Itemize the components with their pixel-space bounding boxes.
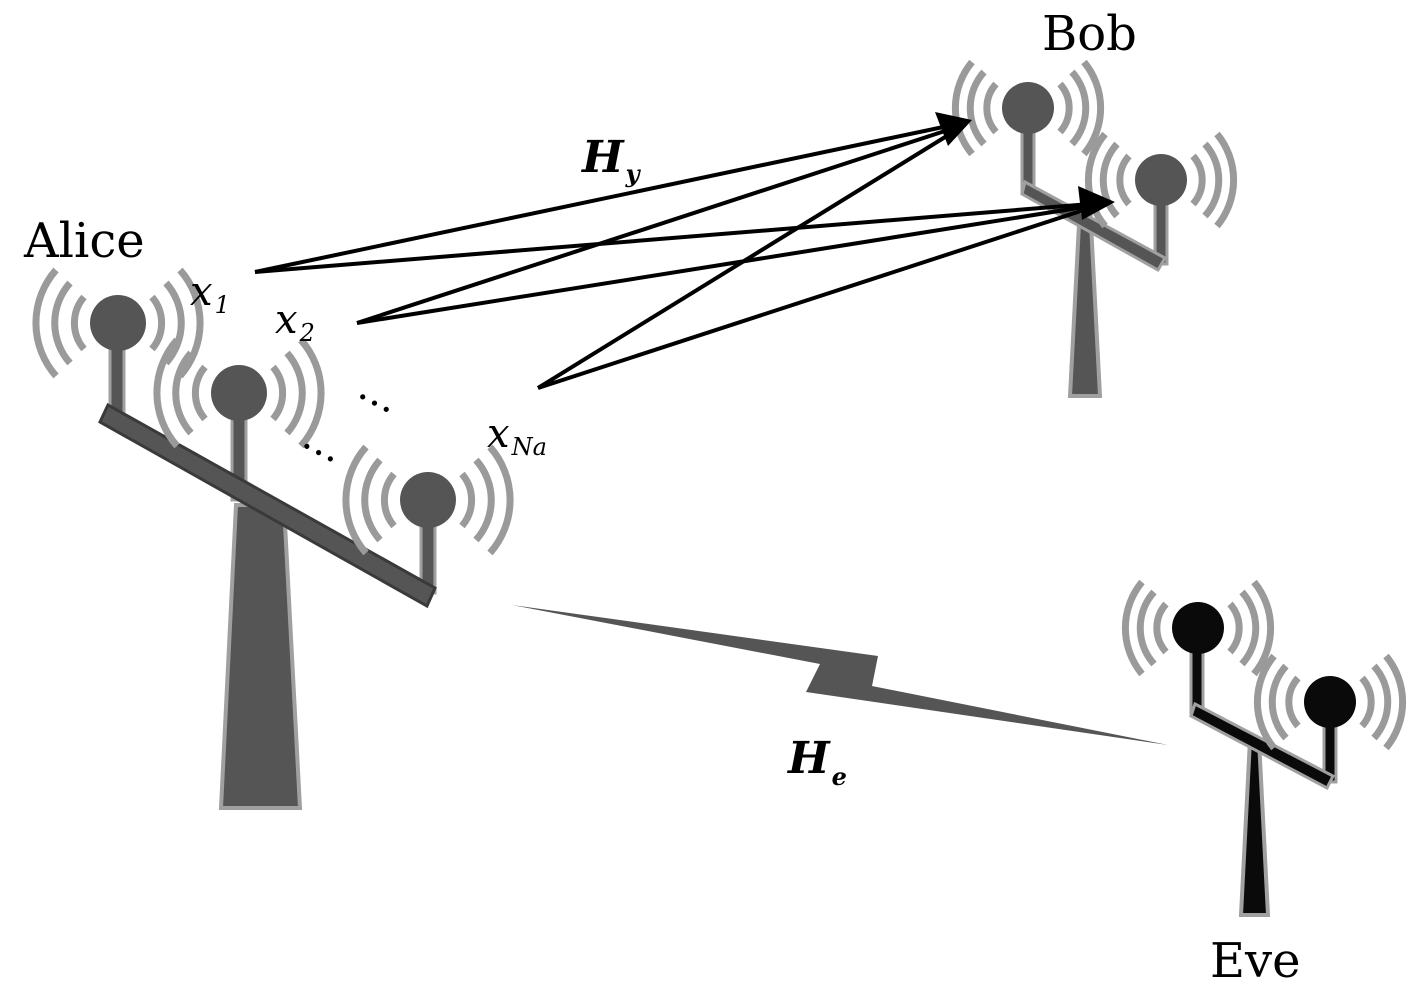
signal-xn-label: xNa [487, 411, 547, 461]
alice-antenna-n [342, 444, 514, 556]
alice-stem-1 [108, 343, 126, 417]
eve-mast [1238, 738, 1271, 917]
bob-antenna-2 [1084, 131, 1238, 229]
alice-tower [32, 267, 514, 810]
arrowhead-bob2 [1078, 186, 1115, 220]
eavesdrop-lightning-bolt [512, 605, 1168, 745]
eve-arm [1189, 701, 1336, 791]
alice-mast [218, 503, 303, 810]
arrow-xn-bob2 [537, 206, 1091, 390]
alice-arm [98, 402, 437, 609]
bob-arm [1020, 179, 1168, 273]
alice-antenna-1 [32, 267, 204, 379]
ellipsis-upper: … [351, 364, 408, 423]
bob-antenna-1 [951, 59, 1105, 157]
eve-antenna-2 [1253, 653, 1407, 751]
alice-label: Alice [23, 213, 145, 269]
arrow-x1-bob1 [254, 124, 949, 274]
arrow-x2-bob2 [356, 204, 1091, 325]
bob-tower [951, 59, 1238, 398]
bob-label: Bob [1042, 6, 1137, 62]
ellipsis-lower: … [295, 413, 352, 472]
signal-x2-label: x2 [275, 297, 315, 347]
arrow-x1-bob2 [254, 202, 1091, 274]
arrowheads [935, 112, 1115, 220]
arrow-xn-bob1 [536, 132, 952, 390]
eve-stem-1 [1189, 646, 1205, 715]
eve-antenna-1 [1121, 579, 1275, 677]
channel-he-label: He [786, 733, 847, 791]
arrow-x2-bob1 [356, 128, 949, 325]
alice-antenna-2 [153, 337, 325, 449]
channel-hy-label: Hy [580, 132, 642, 188]
main-channel-arrows [254, 124, 1091, 390]
eve-tower [1121, 579, 1407, 917]
signal-x1-label: x1 [190, 269, 230, 319]
eve-label: Eve [1210, 933, 1301, 989]
arrowhead-bob1 [935, 112, 972, 146]
